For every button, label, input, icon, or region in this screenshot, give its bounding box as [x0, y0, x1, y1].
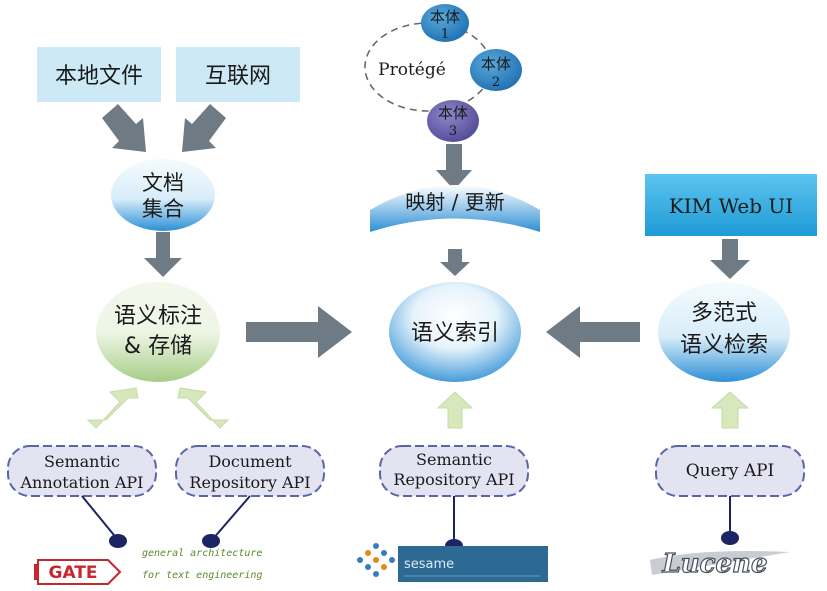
mapping-update-node: 映射 / 更新: [370, 185, 540, 232]
ontology-2: 本体 2: [470, 49, 522, 91]
ontology-3-word: 本体: [438, 104, 468, 122]
connector-node-query: [721, 531, 739, 545]
retrieval-line1: 多范式: [691, 301, 757, 326]
arrow-ontology-to-mapping: [436, 144, 472, 190]
sesame-dots-icon: [357, 543, 395, 577]
document-collection-node: 文档 集合: [111, 159, 215, 231]
sem-annot-api-line1: Semantic: [44, 452, 120, 471]
doc-collection-line1: 文档: [142, 171, 184, 195]
semantic-repository-api: Semantic Repository API: [379, 445, 529, 497]
gate-tagline-1: general architecture: [142, 548, 262, 559]
semantic-index-label: 语义索引: [411, 321, 499, 346]
arrow-retrieval-to-index: [546, 306, 640, 358]
mapping-update-label: 映射 / 更新: [405, 190, 504, 214]
doc-repo-api-line1: Document: [208, 452, 292, 471]
ontology-1-num: 1: [441, 27, 449, 42]
semantic-index-node: 语义索引: [389, 282, 521, 382]
gate-tagline-2: for text engineering: [142, 570, 262, 581]
doc-repo-api-line2: Repository API: [189, 473, 310, 492]
ontology-cluster: Protégé 本体 1 本体 2 本体 3: [364, 4, 522, 142]
semantic-annotation-api: Semantic Annotation API: [7, 445, 157, 497]
sem-repo-api-line2: Repository API: [393, 470, 514, 489]
gate-logo: GATE general architecture for text engin…: [34, 548, 262, 585]
annotation-line2: & 存储: [124, 334, 192, 359]
annotation-line1: 语义标注: [114, 304, 202, 329]
sem-annot-api-line2: Annotation API: [20, 473, 144, 492]
lucene-logo: Lucene: [650, 548, 790, 580]
multi-retrieval-node: 多范式 语义检索: [658, 282, 790, 382]
arrow-local-to-collection: [102, 104, 146, 152]
retrieval-line2: 语义检索: [680, 333, 768, 358]
arrow-internet-to-collection: [182, 104, 226, 152]
internet-box: 互联网: [176, 47, 300, 102]
sesame-logo: sesame: [357, 543, 548, 582]
query-api-label: Query API: [686, 461, 775, 481]
ontology-2-word: 本体: [481, 55, 511, 73]
arrow-kim-to-retrieval: [710, 239, 750, 279]
annotation-storage-node: 语义标注 & 存储: [96, 282, 220, 382]
arrow-docrepo-api-up: [177, 387, 230, 429]
ontology-2-num: 2: [492, 75, 500, 90]
lucene-wordmark: Lucene: [661, 549, 767, 579]
arrow-query-api-up: [710, 391, 750, 429]
local-files-label: 本地文件: [55, 64, 143, 89]
query-api: Query API: [655, 445, 805, 497]
kim-web-ui-box: KIM Web UI: [645, 174, 817, 236]
protege-label: Protégé: [378, 60, 446, 80]
local-files-box: 本地文件: [37, 47, 161, 102]
connector-node-docrepo: [202, 534, 220, 548]
kim-web-ui-label: KIM Web UI: [669, 194, 793, 218]
ontology-3-num: 3: [449, 124, 457, 139]
document-repository-api: Document Repository API: [175, 445, 325, 497]
doc-collection-line2: 集合: [142, 197, 184, 221]
arrow-annotation-to-index: [246, 306, 352, 358]
arrow-annotation-api-up: [86, 387, 139, 429]
sem-repo-api-line1: Semantic: [416, 450, 492, 469]
connector-node-annotation: [109, 534, 127, 548]
arrow-collection-to-annotation: [144, 232, 182, 277]
ontology-3: 本体 3: [427, 100, 479, 142]
arrow-semrepo-api-up: [436, 391, 474, 429]
arrow-mapping-to-index: [440, 249, 470, 276]
connectors: [81, 495, 739, 553]
ontology-1-word: 本体: [430, 8, 460, 26]
internet-label: 互联网: [205, 64, 271, 89]
ontology-1: 本体 1: [421, 4, 469, 42]
sesame-wordmark: sesame: [404, 557, 454, 572]
gate-wordmark: GATE: [49, 563, 98, 583]
